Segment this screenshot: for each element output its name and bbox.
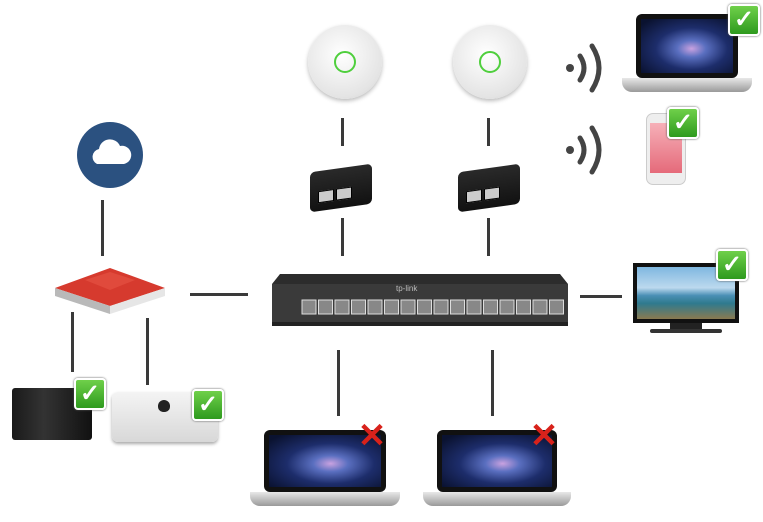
switch-port [450, 299, 465, 315]
led-ring-icon [334, 51, 356, 73]
switch-port [433, 299, 449, 315]
router-icon [55, 268, 165, 314]
switch-port [466, 299, 482, 315]
switch-graphic [272, 274, 568, 326]
link-ap1-poe1 [341, 118, 344, 146]
tv-base [650, 329, 722, 333]
access-point-2 [453, 25, 527, 99]
switch-port [549, 299, 564, 315]
link-ap2-poe2 [487, 118, 490, 146]
switch-port [516, 299, 531, 315]
switch-port [483, 299, 498, 315]
link-router-macmini [146, 318, 149, 385]
switch-port [532, 299, 548, 315]
wired-laptop-1 [250, 430, 400, 506]
network-switch: tp-link [270, 270, 570, 330]
switch-port [318, 299, 333, 315]
laptop1-status-cross-icon: ✕ [357, 417, 387, 455]
wireless-laptop [622, 14, 752, 92]
wired-laptop-2 [423, 430, 571, 506]
link-poe2-switch [487, 218, 490, 256]
poe-injector-1 [310, 163, 372, 213]
switch-port [384, 299, 399, 315]
link-router-switch [190, 293, 248, 296]
internet-cloud [77, 122, 143, 188]
link-router-nas [71, 312, 74, 372]
link-poe1-switch [341, 218, 344, 256]
switch-port [367, 299, 383, 315]
link-cloud-router [101, 200, 104, 256]
switch-port [417, 299, 432, 315]
tv-status-check-icon: ✓ [716, 249, 748, 281]
macmini-status-check-icon: ✓ [192, 389, 224, 421]
switch-port [334, 299, 350, 315]
wifi-signal-icon [566, 43, 602, 93]
link-switch-tv [580, 295, 622, 298]
phone-status-check-icon: ✓ [667, 107, 699, 139]
link-switch-laptop1 [337, 350, 340, 416]
switch-port [400, 299, 416, 315]
wireless-laptop-status-check-icon: ✓ [728, 4, 760, 36]
apple-icon [158, 400, 170, 412]
nas-status-check-icon: ✓ [74, 378, 106, 410]
router [55, 266, 165, 316]
link-switch-laptop2 [491, 350, 494, 416]
switch-logo: tp-link [396, 284, 418, 293]
switch-port [351, 299, 366, 315]
tv-stand [670, 323, 702, 329]
wifi-signal-icon [566, 125, 602, 175]
led-ring-icon [479, 51, 501, 73]
laptop2-status-cross-icon: ✕ [529, 417, 559, 455]
cloud-icon [92, 139, 132, 164]
access-point-1 [308, 25, 382, 99]
switch-port [301, 299, 317, 315]
poe-injector-2 [458, 163, 520, 213]
switch-port [499, 299, 515, 315]
